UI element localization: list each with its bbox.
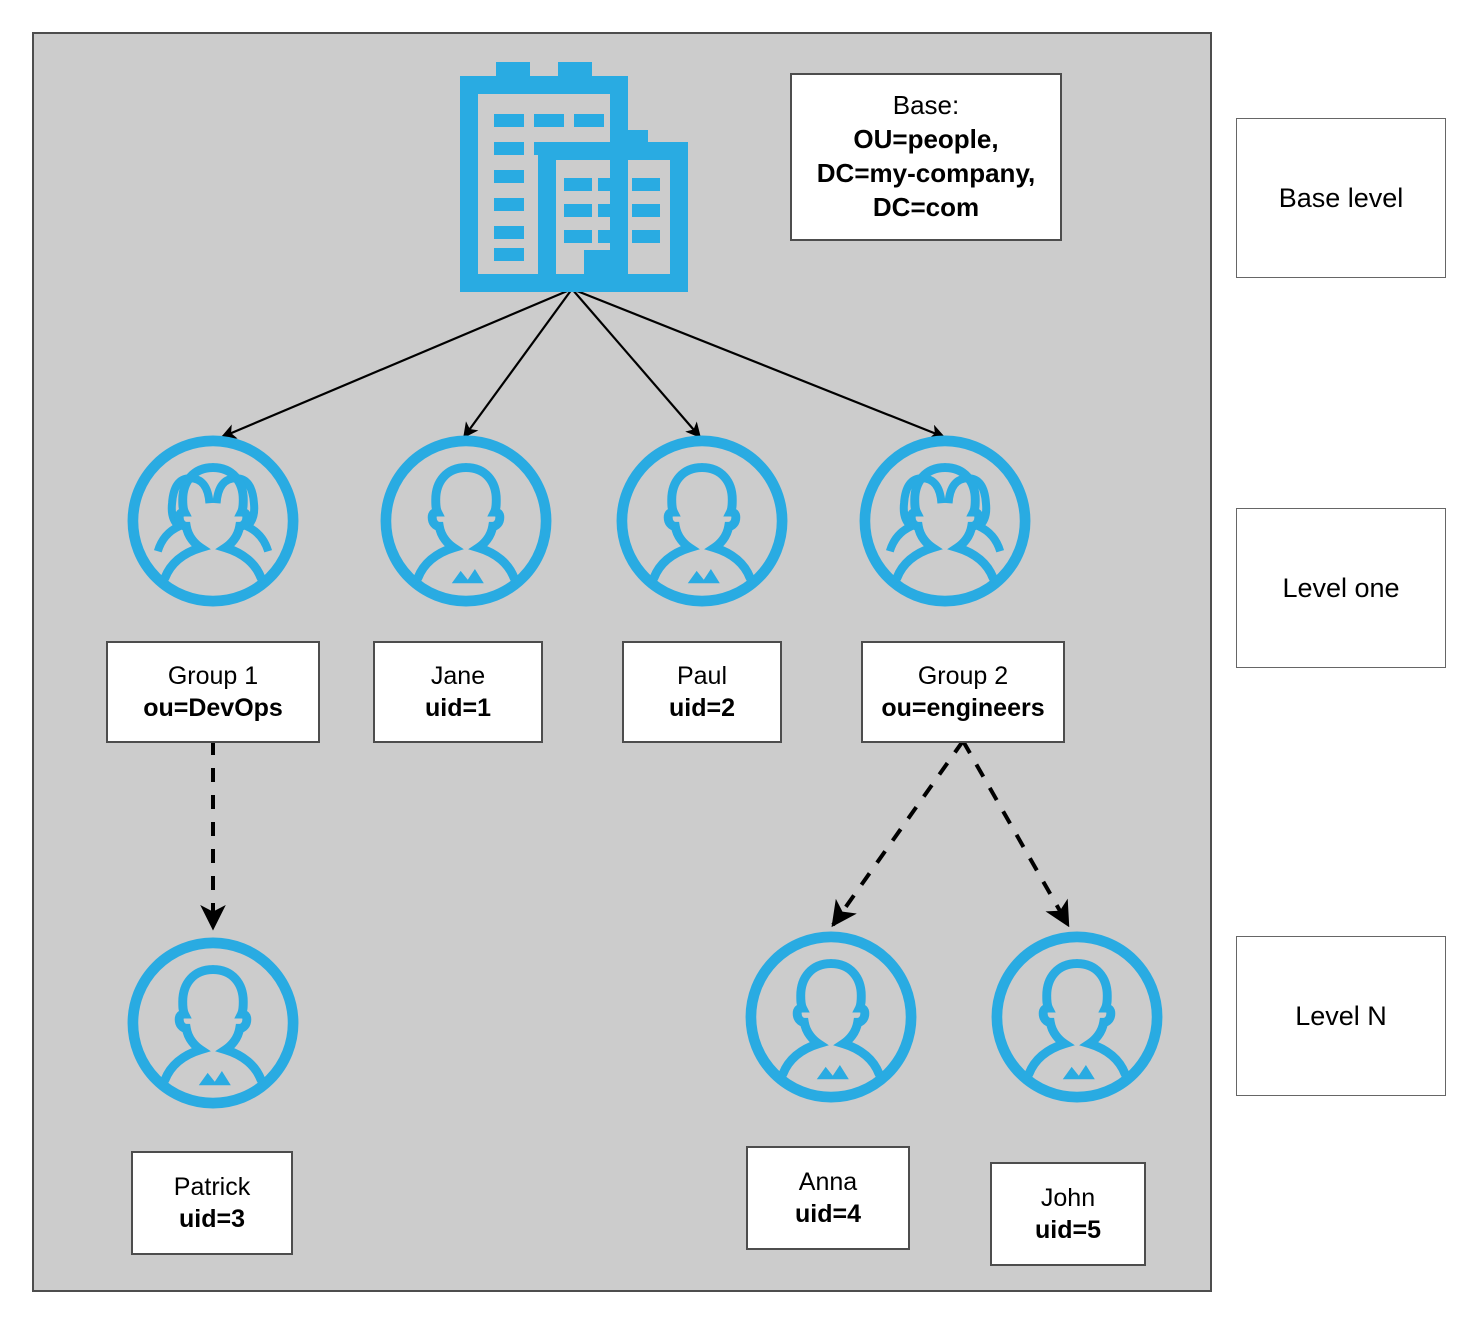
base-dn-line-3: DC=com <box>872 191 980 222</box>
node-box-group-1[interactable]: Group 1 ou=DevOps <box>106 641 320 743</box>
node-attr: uid=3 <box>179 1205 245 1233</box>
node-box-jane[interactable]: Jane uid=1 <box>373 641 543 743</box>
person-avatar-icon <box>377 432 555 610</box>
legend-label: Level one <box>1282 572 1400 603</box>
legend-base-level: Base level <box>1236 118 1446 278</box>
legend-level-n: Level N <box>1236 936 1446 1096</box>
base-dn-caption: Base: <box>892 90 960 121</box>
office-buildings-icon <box>452 46 696 292</box>
group-avatar-icon <box>124 432 302 610</box>
node-box-john[interactable]: John uid=5 <box>990 1162 1146 1266</box>
node-name: Paul <box>676 662 728 690</box>
person-avatar-icon <box>988 928 1166 1106</box>
node-box-group-2[interactable]: Group 2 ou=engineers <box>861 641 1065 743</box>
person-avatar-icon <box>613 432 791 610</box>
node-name: John <box>1040 1184 1096 1212</box>
person-avatar-icon <box>742 928 920 1106</box>
node-name: Group 2 <box>917 662 1009 690</box>
base-dn-line-2: DC=my-company, <box>816 158 1036 188</box>
node-attr: uid=2 <box>669 694 735 722</box>
node-attr: uid=1 <box>425 694 491 722</box>
node-box-patrick[interactable]: Patrick uid=3 <box>131 1151 293 1255</box>
node-attr: uid=5 <box>1035 1216 1101 1244</box>
legend-label: Level N <box>1295 1000 1387 1031</box>
base-dn-box: Base: OU=people, DC=my-company, DC=com <box>790 73 1062 241</box>
node-box-anna[interactable]: Anna uid=4 <box>746 1146 910 1250</box>
node-attr: ou=DevOps <box>143 694 283 722</box>
person-avatar-icon <box>124 934 302 1112</box>
node-box-paul[interactable]: Paul uid=2 <box>622 641 782 743</box>
node-name: Anna <box>798 1168 858 1196</box>
base-dn-line-1: OU=people, <box>853 124 999 155</box>
node-name: Group 1 <box>167 662 259 690</box>
node-name: Jane <box>430 662 486 690</box>
node-attr: uid=4 <box>795 1200 861 1228</box>
legend-label: Base level <box>1278 182 1404 213</box>
node-name: Patrick <box>173 1173 251 1201</box>
group-avatar-icon <box>856 432 1034 610</box>
legend-level-one: Level one <box>1236 508 1446 668</box>
node-attr: ou=engineers <box>881 694 1045 722</box>
